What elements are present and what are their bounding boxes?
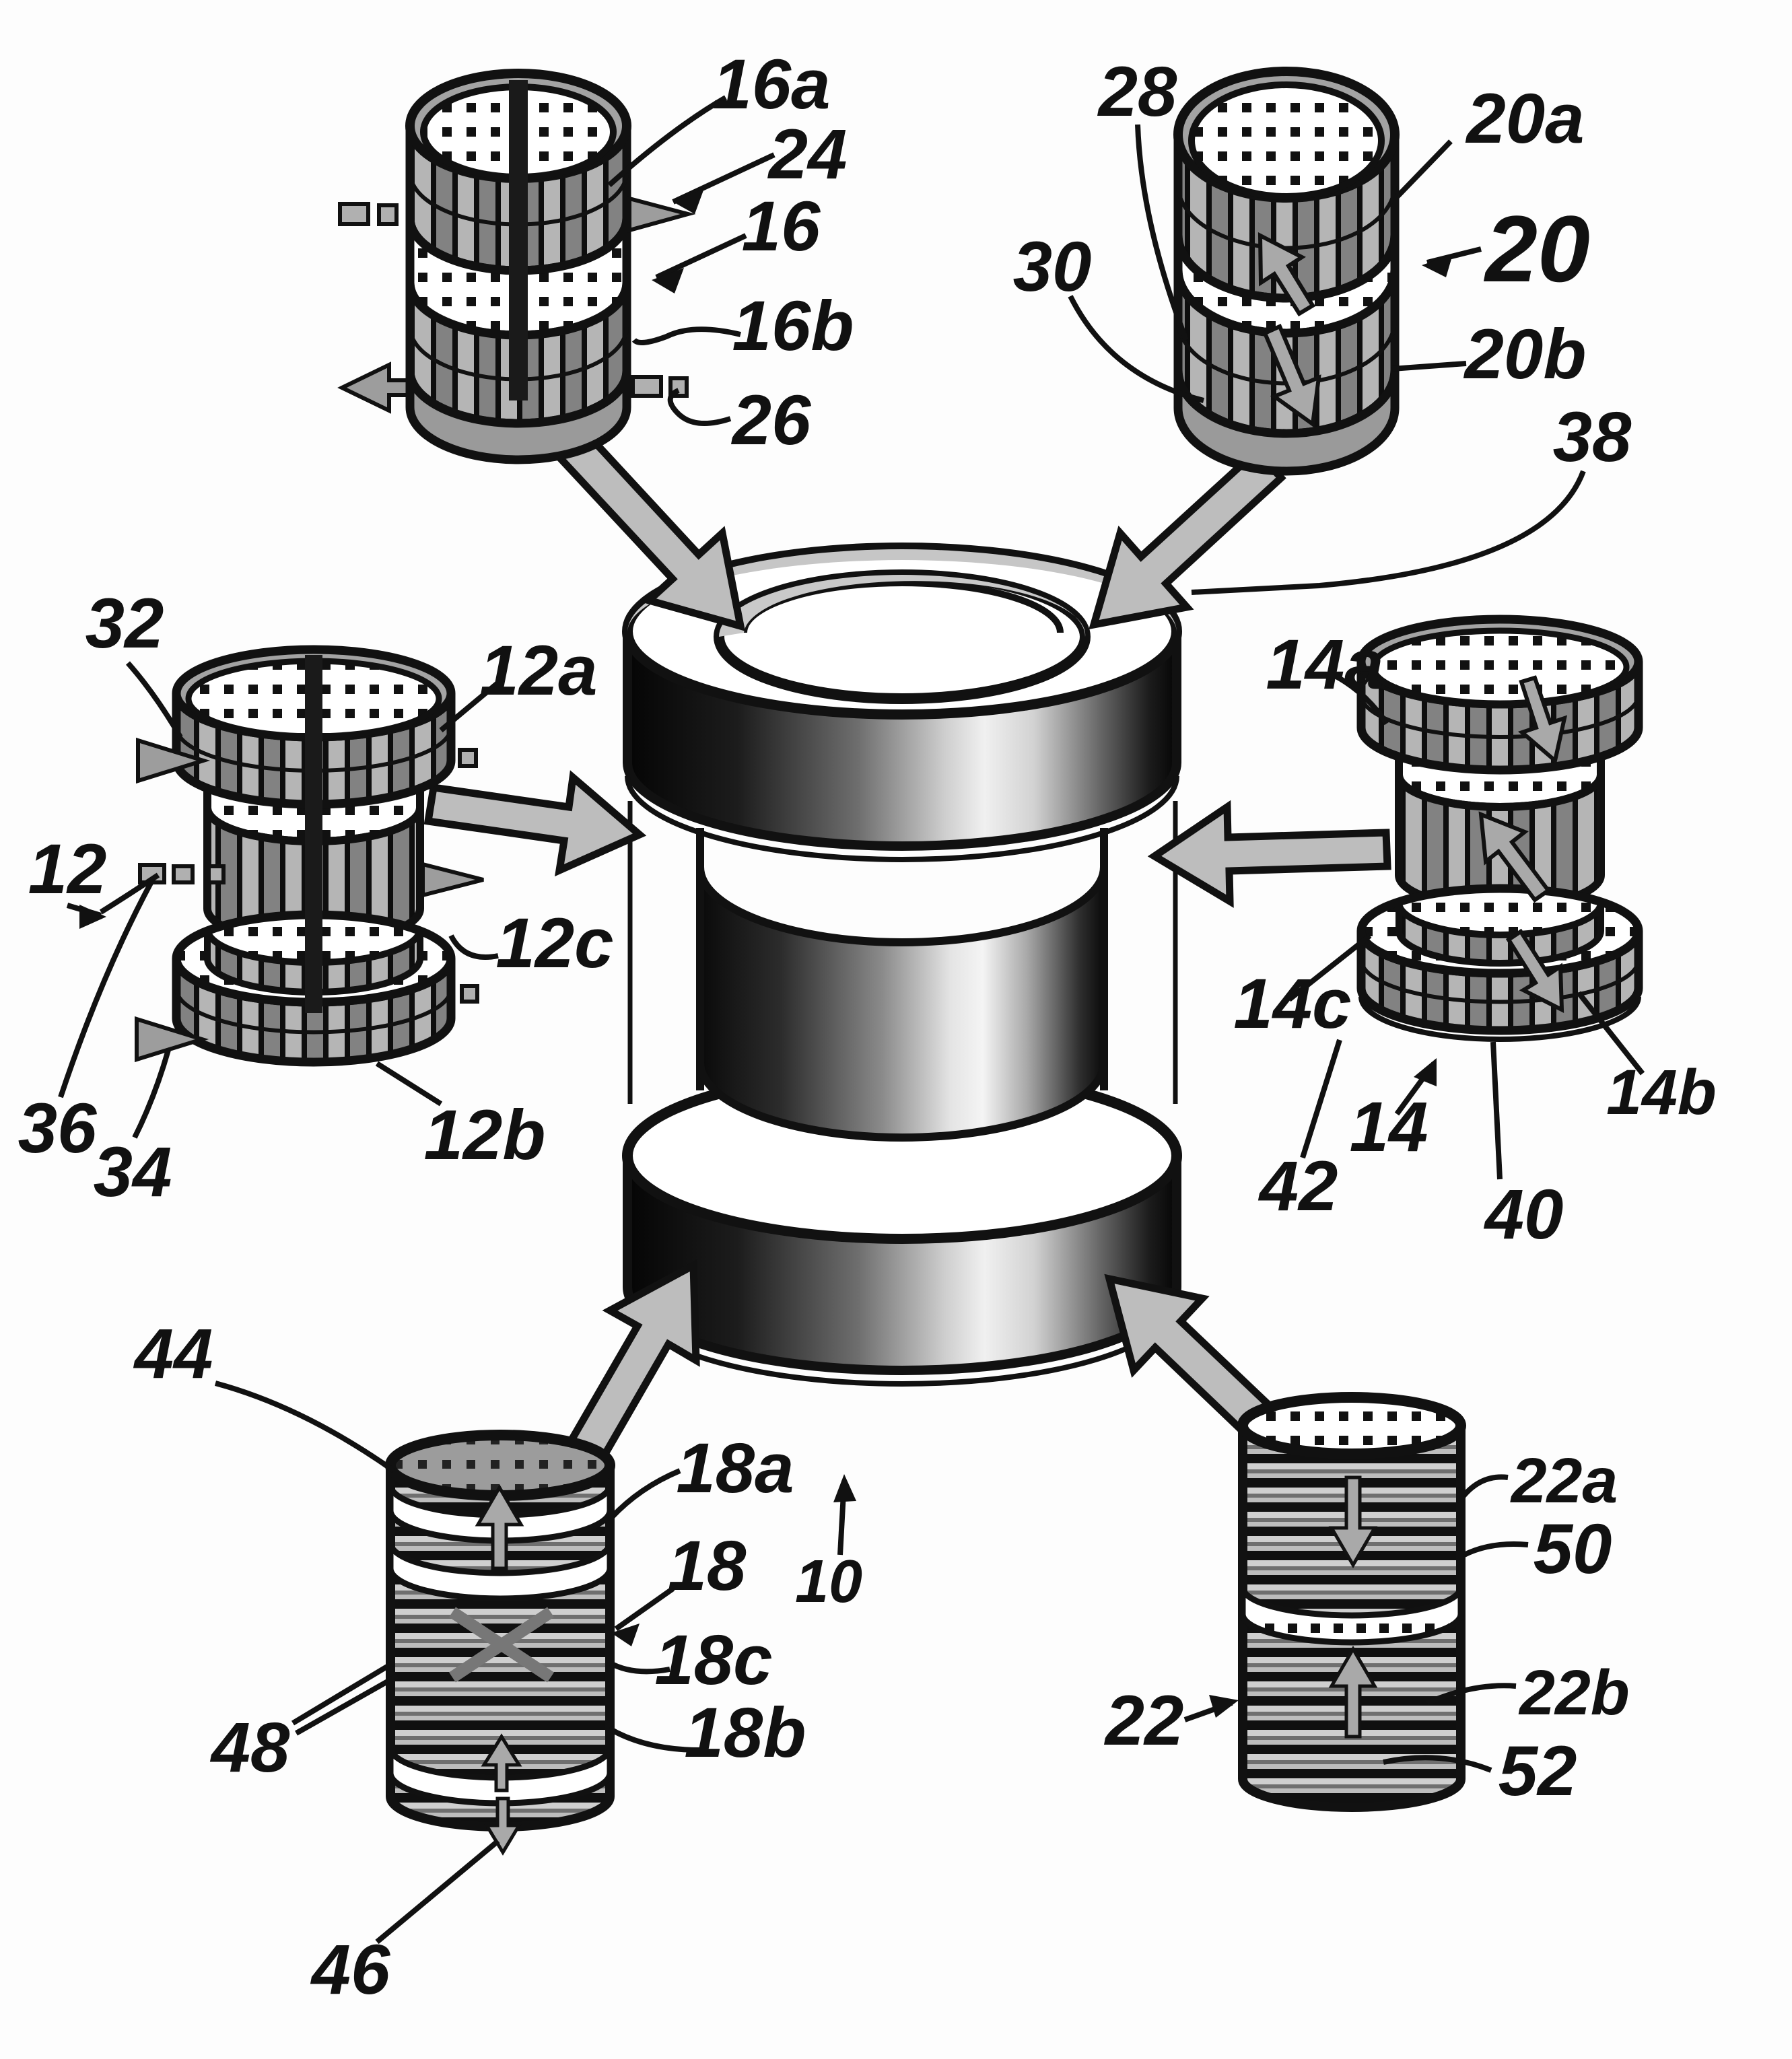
svg-text:40: 40 [1484, 1175, 1564, 1254]
svg-text:20a: 20a [1465, 79, 1584, 158]
svg-text:18: 18 [668, 1527, 747, 1605]
svg-text:18b: 18b [685, 1694, 806, 1772]
svg-text:14c: 14c [1233, 965, 1351, 1043]
svg-text:46: 46 [310, 1930, 390, 2009]
svg-text:22a: 22a [1510, 1445, 1618, 1516]
svg-text:12: 12 [28, 830, 107, 909]
svg-text:12a: 12a [479, 631, 597, 710]
svg-text:32: 32 [85, 584, 164, 663]
svg-text:16a: 16a [712, 45, 830, 124]
svg-text:24: 24 [767, 115, 848, 194]
svg-text:18c: 18c [654, 1621, 772, 1700]
svg-text:16b: 16b [732, 287, 854, 365]
svg-text:20: 20 [1483, 196, 1590, 302]
svg-text:34: 34 [94, 1133, 172, 1212]
svg-text:26: 26 [731, 381, 811, 460]
svg-text:18a: 18a [676, 1429, 794, 1508]
svg-text:16: 16 [742, 187, 821, 266]
svg-text:42: 42 [1258, 1147, 1338, 1226]
svg-text:50: 50 [1533, 1510, 1612, 1589]
svg-text:14: 14 [1350, 1088, 1428, 1166]
svg-text:22b: 22b [1518, 1657, 1630, 1729]
svg-text:12c: 12c [495, 904, 613, 983]
svg-text:14b: 14b [1606, 1057, 1717, 1128]
svg-text:22: 22 [1104, 1681, 1184, 1760]
svg-text:28: 28 [1097, 53, 1177, 131]
svg-text:12b: 12b [424, 1096, 546, 1175]
svg-text:30: 30 [1013, 228, 1092, 306]
svg-text:20b: 20b [1463, 315, 1587, 394]
svg-text:36: 36 [18, 1089, 97, 1168]
svg-text:52: 52 [1498, 1732, 1577, 1811]
svg-text:48: 48 [210, 1708, 290, 1787]
svg-text:14a: 14a [1266, 625, 1383, 704]
svg-text:44: 44 [133, 1315, 213, 1393]
svg-text:38: 38 [1553, 398, 1632, 477]
svg-text:10: 10 [795, 1548, 862, 1615]
